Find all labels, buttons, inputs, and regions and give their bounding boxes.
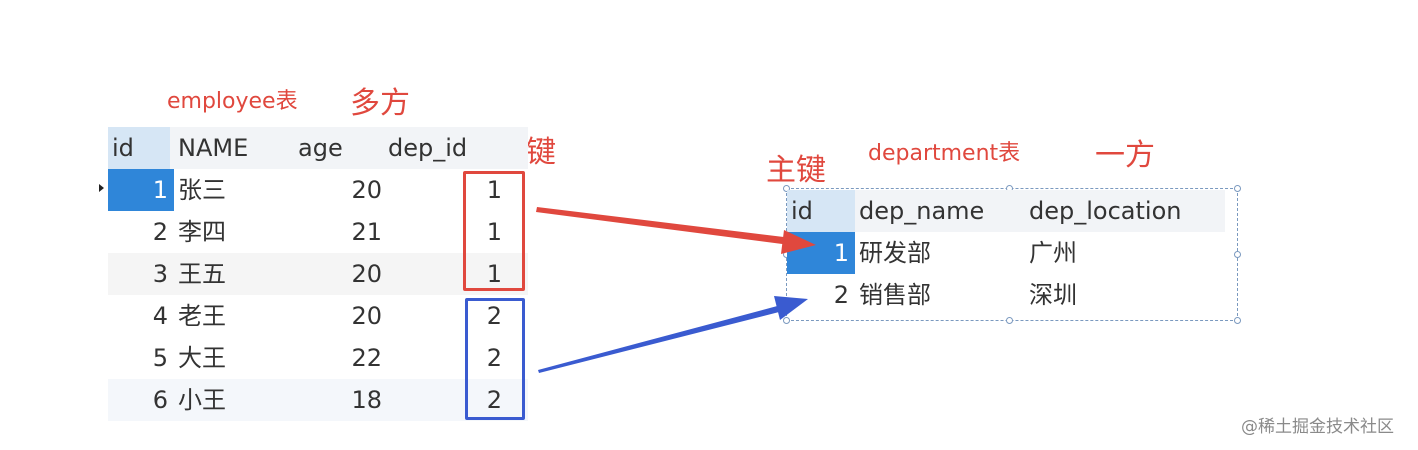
cell-dep-name[interactable]: 销售部 xyxy=(859,281,931,309)
cell-dep-id[interactable]: 1 xyxy=(486,176,502,204)
cell-name[interactable]: 张三 xyxy=(178,176,226,204)
cell-age[interactable]: 20 xyxy=(351,176,382,204)
column-header-dep-id[interactable]: dep_id xyxy=(388,134,468,162)
cell-id[interactable]: 2 xyxy=(152,218,168,246)
watermark: @稀土掘金技术社区 xyxy=(1241,417,1394,437)
column-header-dep-name[interactable]: dep_name xyxy=(859,197,985,225)
cell-dep-id[interactable]: 1 xyxy=(486,260,502,288)
cell-age[interactable]: 18 xyxy=(351,386,382,414)
resize-handle-icon[interactable] xyxy=(1234,185,1241,192)
primary-key-label: 主键 xyxy=(766,153,826,188)
column-header-age[interactable]: age xyxy=(298,134,343,162)
cell-id[interactable]: 2 xyxy=(833,281,849,309)
red-arrow xyxy=(536,207,816,254)
cell-id[interactable]: 4 xyxy=(152,302,168,330)
resize-handle-icon[interactable] xyxy=(783,317,790,324)
department-table-label: department表 xyxy=(868,141,1021,166)
cell-id[interactable]: 6 xyxy=(152,386,168,414)
column-header-id[interactable]: id xyxy=(787,190,855,232)
cell-age[interactable]: 22 xyxy=(351,344,382,372)
resize-handle-icon[interactable] xyxy=(1006,317,1013,324)
cell-id[interactable]: 3 xyxy=(152,260,168,288)
cell-dep-location[interactable]: 深圳 xyxy=(1029,281,1077,309)
cell-dep-name[interactable]: 研发部 xyxy=(859,239,931,267)
department-table[interactable] xyxy=(783,185,1241,324)
cell-dep-id[interactable]: 1 xyxy=(486,218,502,246)
column-header-name[interactable]: NAME xyxy=(178,134,249,162)
cell-name[interactable]: 李四 xyxy=(178,218,226,246)
one-side-label: 一方 xyxy=(1095,138,1155,173)
cell-dep-id[interactable]: 2 xyxy=(486,302,502,330)
resize-handle-icon[interactable] xyxy=(783,185,790,192)
cell-id[interactable]: 5 xyxy=(152,344,168,372)
current-row-marker-icon xyxy=(99,184,104,192)
cell-dep-id[interactable]: 2 xyxy=(486,344,502,372)
employee-table-label: employee表 xyxy=(167,89,298,114)
column-header-dep-location[interactable]: dep_location xyxy=(1029,197,1182,225)
cell-dep-id[interactable]: 2 xyxy=(486,386,502,414)
cell-age[interactable]: 20 xyxy=(351,260,382,288)
foreign-key-group-1-box xyxy=(463,171,525,291)
cell-name[interactable]: 大王 xyxy=(178,344,226,372)
cell-age[interactable]: 21 xyxy=(351,218,382,246)
foreign-key-group-2-box xyxy=(465,298,525,420)
cell-name[interactable]: 老王 xyxy=(178,302,226,330)
column-header-id[interactable]: id xyxy=(108,127,170,169)
cell-name[interactable]: 王五 xyxy=(178,260,226,288)
resize-handle-icon[interactable] xyxy=(1234,251,1241,258)
cell-id[interactable]: 1 xyxy=(108,169,174,211)
cell-age[interactable]: 20 xyxy=(351,302,382,330)
blue-arrow xyxy=(538,296,808,373)
cell-dep-location[interactable]: 广州 xyxy=(1029,239,1077,267)
resize-handle-icon[interactable] xyxy=(1234,317,1241,324)
cell-name[interactable]: 小王 xyxy=(178,386,226,414)
many-side-label: 多方 xyxy=(350,86,410,121)
